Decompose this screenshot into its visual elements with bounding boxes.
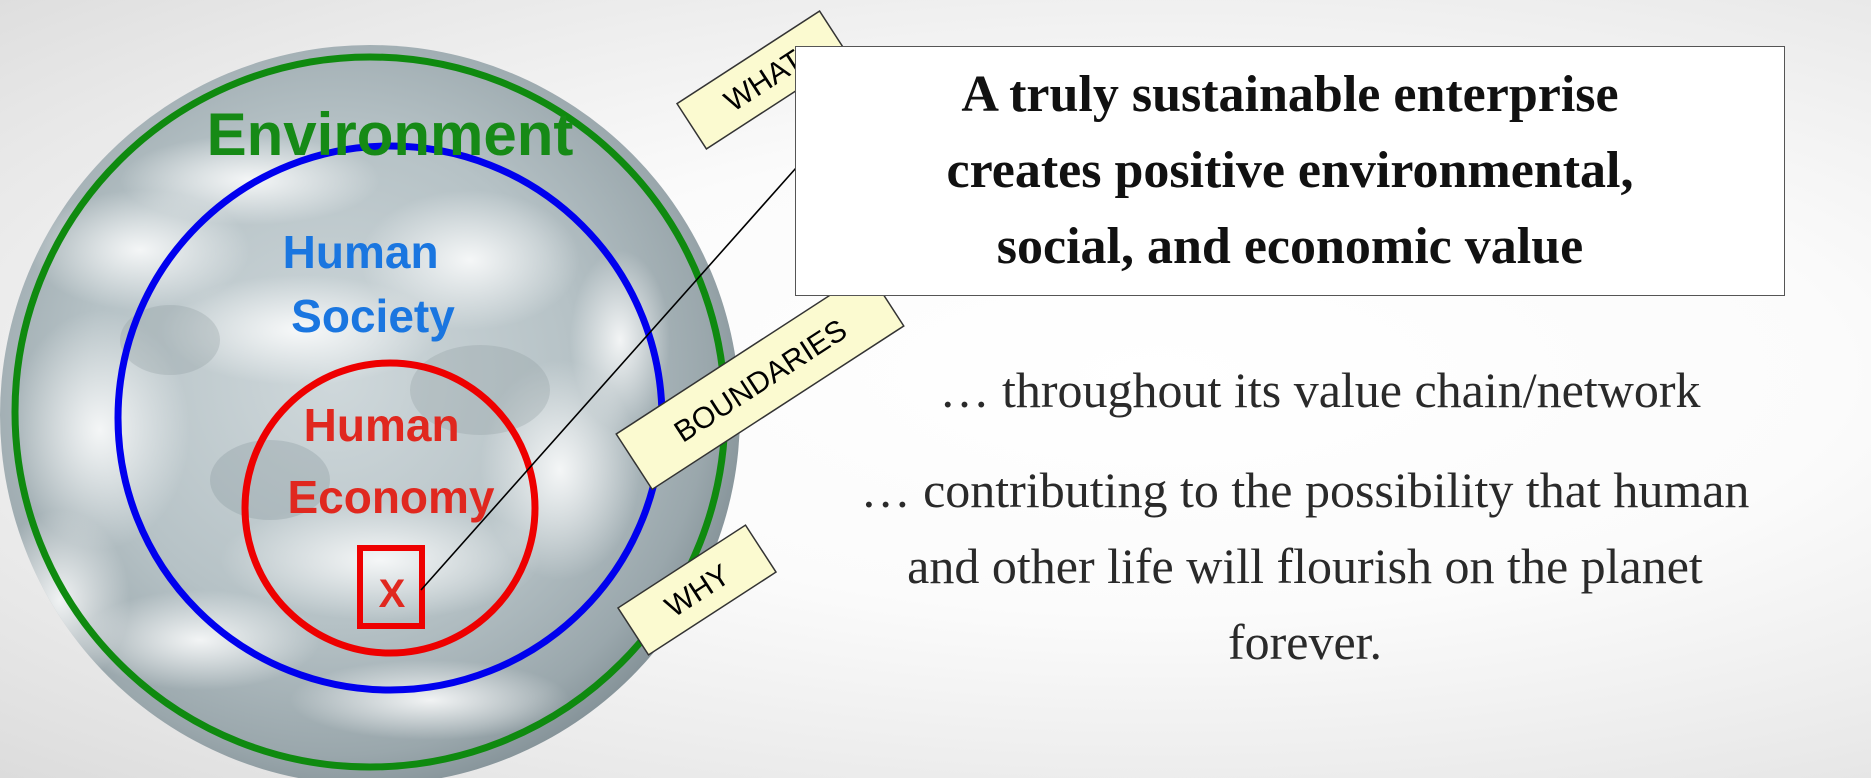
- why-text-line-1: … contributing to the possibility that h…: [860, 462, 1750, 518]
- definition-line-3: social, and economic value: [996, 218, 1584, 275]
- environment-label: Environment: [207, 101, 574, 168]
- why-text: … contributing to the possibility that h…: [745, 452, 1865, 680]
- why-tag: WHY: [616, 524, 778, 656]
- society-label: Human Society: [283, 226, 456, 342]
- enterprise-box: [357, 545, 425, 629]
- economy-label: Human Economy: [287, 399, 494, 523]
- enterprise-label: X: [379, 572, 406, 616]
- why-text-line-3: forever.: [1227, 614, 1383, 670]
- boundaries-text: … throughout its value chain/network: [939, 362, 1701, 418]
- society-label-line-1: Human: [283, 226, 439, 278]
- economy-ring: [241, 359, 539, 657]
- definition-box: A truly sustainable enterprise creates p…: [795, 46, 1785, 296]
- economy-label-line-2: Economy: [287, 471, 494, 523]
- society-label-line-2: Society: [291, 290, 455, 342]
- definition-line-2: creates positive environmental,: [946, 142, 1634, 199]
- definition-line-1: A truly sustainable enterprise: [961, 66, 1619, 123]
- economy-label-line-1: Human: [304, 399, 460, 451]
- connector-line: [420, 167, 797, 591]
- why-text-line-2: and other life will flourish on the plan…: [907, 538, 1703, 594]
